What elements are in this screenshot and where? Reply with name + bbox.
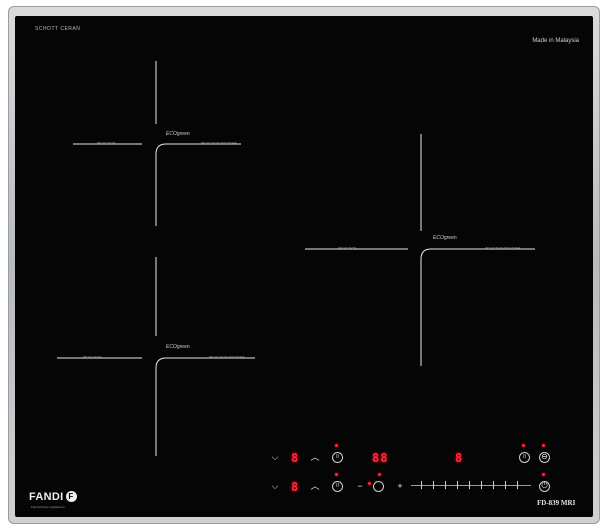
zone-right-induction-label: INDUCTION (338, 246, 357, 250)
row2-down-button[interactable]: ⌵ (271, 481, 279, 491)
schott-ceran-brand: SCHOTT CERAN (35, 26, 81, 32)
row1-pause-button[interactable] (332, 452, 343, 463)
timer-plus-button[interactable]: + (397, 481, 403, 491)
timer-button[interactable] (373, 481, 384, 492)
lock-led (542, 444, 545, 447)
slider-tick (445, 481, 446, 489)
zone-right-booster-label: INDUCTION BOOSTER (485, 246, 521, 250)
slider-tick (469, 481, 470, 489)
lock-icon: ⊖ (541, 452, 548, 461)
row2-pause-led (335, 473, 338, 476)
row1-power-display: 8 (291, 451, 300, 465)
zone-right-eco-logo: ECOgreen (433, 235, 457, 241)
timer-led-top (378, 473, 381, 476)
row2-pause-label: II (336, 483, 339, 489)
eco-suffix: green (176, 131, 190, 137)
eco-prefix: ECO (166, 344, 177, 350)
zone-bottom-left-induction-label: INDUCTION (83, 355, 102, 359)
right-pause-led (522, 444, 525, 447)
slider-tick (481, 481, 482, 489)
timer-minus-button[interactable]: − (357, 481, 363, 491)
cooking-zone-guides (57, 61, 535, 456)
right-pause-button[interactable] (519, 452, 530, 463)
power-led (542, 473, 545, 476)
zone-bottom-left-booster-label: INDUCTION BOOSTER (209, 355, 245, 359)
row2-power-display: 8 (291, 480, 300, 494)
fandi-tagline: Fandi Kitchen Appliances (31, 505, 65, 509)
row1-pause-led (335, 444, 338, 447)
right-pause-label: II (523, 454, 526, 460)
eco-prefix: ECO (433, 235, 444, 241)
power-button[interactable] (539, 481, 550, 492)
right-zone-display: 8 (455, 451, 464, 465)
row2-pause-button[interactable] (332, 481, 343, 492)
power-slider[interactable] (411, 481, 531, 489)
power-slider-track (411, 485, 531, 486)
model-number: FD-839 MRI (537, 499, 576, 507)
slider-tick (517, 481, 518, 489)
timer-display: 88 (372, 451, 389, 465)
zone-top-left-induction-label: INDUCTION (97, 141, 116, 145)
made-in-label: Made in Malaysia (532, 38, 579, 44)
zone-top-left-eco-logo: ECOgreen (166, 131, 190, 137)
power-icon: ⏻ (541, 481, 548, 490)
slider-tick (433, 481, 434, 489)
slider-tick (493, 481, 494, 489)
timer-led-left (368, 482, 371, 485)
eco-prefix: ECO (166, 131, 177, 137)
row2-up-button[interactable]: ︿ (310, 481, 320, 491)
slider-tick (505, 481, 506, 489)
eco-suffix: green (443, 235, 457, 241)
fandi-name: FANDI (29, 491, 64, 503)
slider-tick (457, 481, 458, 489)
ceramic-glass-top: SCHOTT CERAN Made in Malaysia INDUCTION … (15, 16, 593, 517)
eco-suffix: green (176, 344, 190, 350)
row1-up-button[interactable]: ︿ (310, 452, 320, 462)
row1-down-button[interactable]: ⌵ (271, 452, 279, 462)
zone-bottom-left-eco-logo: ECOgreen (166, 344, 190, 350)
zone-top-left-booster-label: INDUCTION BOOSTER (201, 141, 237, 145)
slider-tick (421, 481, 422, 489)
fandi-logo-icon: F (65, 491, 77, 502)
row1-pause-label: II (336, 454, 339, 460)
lock-button[interactable] (539, 452, 550, 463)
